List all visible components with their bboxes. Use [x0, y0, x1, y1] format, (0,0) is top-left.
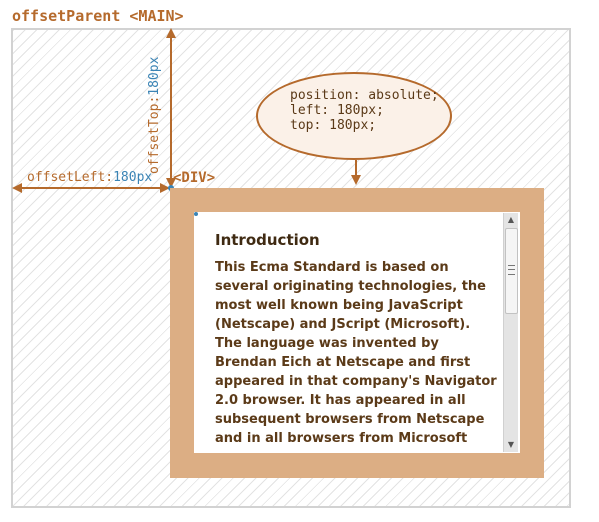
content-heading: Introduction [215, 231, 320, 249]
content-origin-point [194, 212, 198, 216]
offset-left-name: offsetLeft: [27, 170, 114, 185]
vertical-scrollbar[interactable]: ▲ ▼ [503, 213, 518, 452]
div-label: <DIV> [173, 170, 216, 186]
scroll-down-icon[interactable]: ▼ [507, 440, 515, 449]
content-paragraph: This Ecma Standard is based on several o… [215, 260, 497, 446]
offset-left-value: 180px [113, 170, 153, 185]
content-text: Introduction This Ecma Standard is based… [215, 231, 497, 448]
scroll-up-icon[interactable]: ▲ [507, 215, 515, 224]
scroll-thumb[interactable] [505, 228, 518, 314]
offset-top-value: 180px [147, 56, 162, 96]
offset-top-name: offsetTop: [147, 95, 162, 174]
div-element-content[interactable]: Introduction This Ecma Standard is based… [194, 212, 520, 453]
css-note-bubble: position: absolute; left: 180px; top: 18… [256, 72, 452, 160]
offset-top-label: offsetTop:180px [147, 57, 162, 174]
css-note-text: position: absolute; left: 180px; top: 18… [290, 88, 439, 133]
main-title: offsetParent <MAIN> [12, 7, 184, 25]
grip-icon [508, 265, 515, 275]
offset-left-label: offsetLeft:180px [27, 170, 152, 185]
